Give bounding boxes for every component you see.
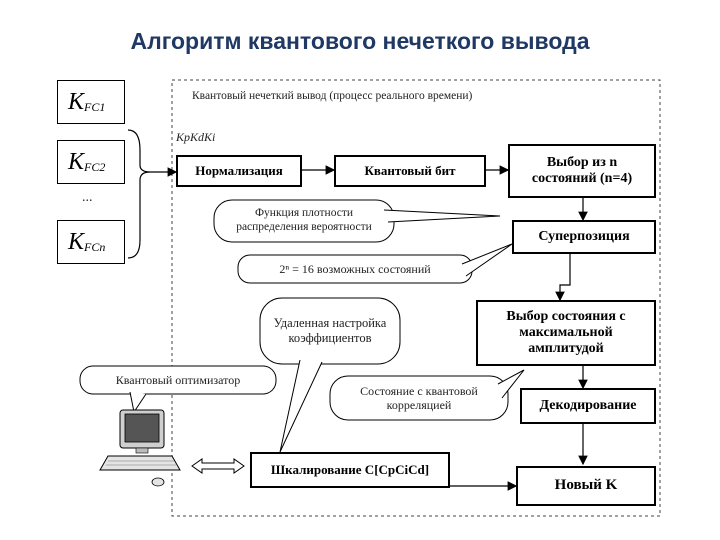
kn-sub: FCn <box>84 239 106 254</box>
max-amplitude-box: Выбор состояния с максимальной амплитудо… <box>476 300 656 366</box>
k2-base: K <box>68 148 85 175</box>
states-callout: 2ⁿ = 16 возможных состояний <box>279 261 431 276</box>
input-brace <box>127 129 151 259</box>
decoding-box: Декодирование <box>520 388 656 424</box>
remote-callout-shape <box>259 297 401 365</box>
new-k-box: Новый K <box>516 466 656 506</box>
quantum-bit-box: Квантовый бит <box>334 155 486 187</box>
computer-icon <box>99 409 181 487</box>
double-arrow <box>191 458 245 474</box>
correlation-callout: Состояние с квантовой корреляцией <box>360 383 478 412</box>
optimizer-callout-shape <box>79 365 277 395</box>
kn-base: K <box>68 228 85 255</box>
correlation-callout-shape <box>329 375 509 421</box>
k1-base: K <box>68 88 85 115</box>
density-callout: Функция плотности распределения вероятно… <box>236 207 372 233</box>
remote-callout: Удаленная настройка коэффициентов <box>273 316 387 345</box>
k1-sub: FC1 <box>84 99 106 114</box>
page-title: Алгоритм квантового нечеткого вывода <box>130 28 590 54</box>
choice-n-box: Выбор из n состояний (n=4) <box>508 144 656 198</box>
k2-sub: FC2 <box>84 159 106 174</box>
normalization-box: Нормализация <box>176 155 302 187</box>
gains-label: KpKdKi <box>176 130 216 144</box>
inputs-ellipsis: ... <box>82 190 93 205</box>
arrow-super-to-max <box>555 253 571 302</box>
frame-label: Квантовый нечеткий вывод (процесс реальн… <box>192 90 473 102</box>
superposition-box: Суперпозиция <box>512 220 656 254</box>
scaling-box: Шкалирование C[CpCiCd] <box>250 452 450 488</box>
optimizer-callout: Квантовый оптимизатор <box>115 372 241 387</box>
